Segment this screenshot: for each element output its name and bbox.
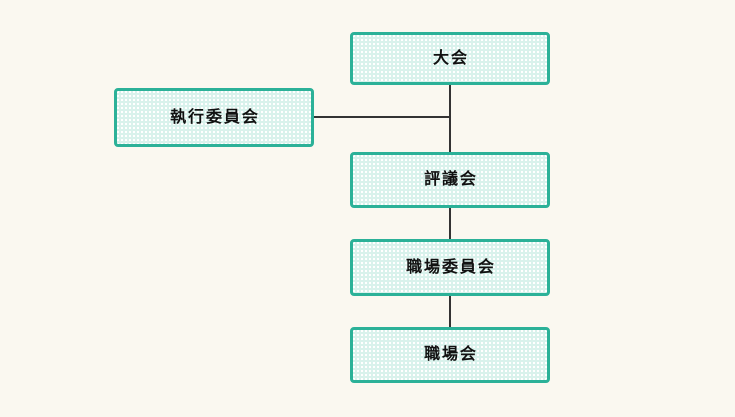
node-shokuba-iinkai[interactable]: 職場委員会 bbox=[350, 239, 550, 296]
node-shikkoiinkai[interactable]: 執行委員会 bbox=[114, 88, 314, 147]
connector-taikai-to-hyogikai bbox=[449, 84, 451, 153]
node-shikkoiinkai-label: 執行委員会 bbox=[170, 108, 260, 126]
node-shokubakai[interactable]: 職場会 bbox=[350, 327, 550, 383]
node-taikai[interactable]: 大会 bbox=[350, 32, 550, 85]
node-shokubakai-label: 職場会 bbox=[424, 346, 478, 363]
connector-hyogikai-to-shokuba-iinkai bbox=[449, 206, 451, 241]
node-taikai-label: 大会 bbox=[433, 49, 469, 67]
node-shokuba-iinkai-label: 職場委員会 bbox=[406, 258, 496, 276]
node-hyogikai[interactable]: 評議会 bbox=[350, 152, 550, 208]
connector-shokuba-iinkai-to-shokubakai bbox=[449, 294, 451, 329]
connector-shikkoiinkai-to-trunk bbox=[313, 116, 451, 118]
node-hyogikai-label: 評議会 bbox=[424, 171, 478, 188]
